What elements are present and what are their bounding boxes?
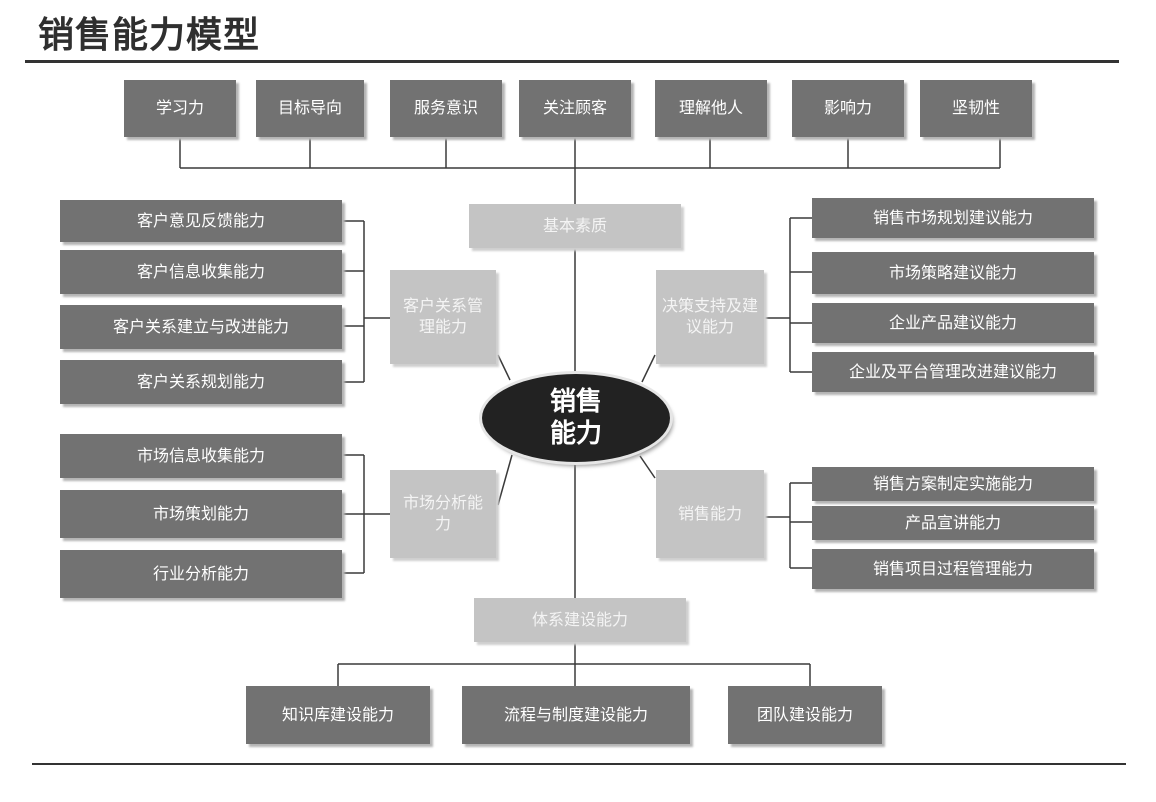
category-basic-quality: 基本素质 [469, 204, 681, 248]
customer-feedback-ability: 客户意见反馈能力 [60, 200, 342, 242]
trait-understanding: 理解他人 [655, 80, 767, 137]
bottom-divider [32, 763, 1126, 765]
product-presentation-ability: 产品宣讲能力 [812, 506, 1094, 540]
team-building-ability: 团队建设能力 [728, 686, 882, 744]
trait-customer-focus: 关注顾客 [519, 80, 631, 137]
trait-goal-oriented: 目标导向 [256, 80, 364, 137]
trait-service: 服务意识 [390, 80, 502, 137]
category-market-analysis: 市场分析能力 [390, 470, 496, 558]
top-divider [25, 60, 1119, 63]
knowledge-base-building-ability: 知识库建设能力 [246, 686, 430, 744]
category-sales: 销售能力 [656, 470, 764, 558]
market-info-collection-ability: 市场信息收集能力 [60, 434, 342, 478]
center-sales-ability: 销售能力 [482, 374, 670, 462]
trait-learning: 学习力 [124, 80, 236, 137]
category-customer-relationship: 客户关系管理能力 [390, 270, 496, 364]
market-planning-ability: 市场策划能力 [60, 490, 342, 538]
process-system-building-ability: 流程与制度建设能力 [462, 686, 690, 744]
sales-plan-implementation-ability: 销售方案制定实施能力 [812, 467, 1094, 501]
category-decision-support: 决策支持及建议能力 [656, 270, 764, 364]
customer-info-collection-ability: 客户信息收集能力 [60, 250, 342, 294]
sales-market-planning-advice-ability: 销售市场规划建议能力 [812, 198, 1094, 238]
sales-project-management-ability: 销售项目过程管理能力 [812, 549, 1094, 589]
trait-influence: 影响力 [792, 80, 904, 137]
trait-tenacity: 坚韧性 [920, 80, 1032, 137]
management-improvement-advice-ability: 企业及平台管理改进建议能力 [812, 352, 1094, 392]
page-title: 销售能力模型 [38, 15, 261, 56]
category-system-building: 体系建设能力 [474, 598, 686, 642]
customer-relationship-planning-ability: 客户关系规划能力 [60, 360, 342, 404]
market-strategy-advice-ability: 市场策略建议能力 [812, 252, 1094, 294]
industry-analysis-ability: 行业分析能力 [60, 550, 342, 598]
customer-relationship-building-ability: 客户关系建立与改进能力 [60, 305, 342, 349]
product-advice-ability: 企业产品建议能力 [812, 303, 1094, 343]
